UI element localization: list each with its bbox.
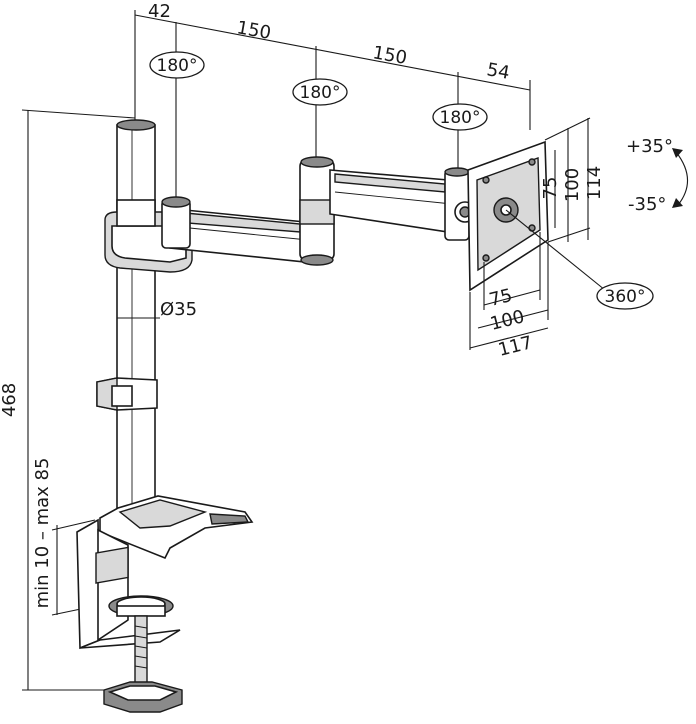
upper-arm-segment <box>329 169 461 233</box>
clamp-pressure-pad <box>108 595 174 617</box>
dim-42-label: 42 <box>148 1 171 22</box>
joint-head-rotation-label: 180° <box>440 108 481 128</box>
plate-75-height-label: 75 <box>540 177 561 200</box>
cable-clip <box>96 377 158 411</box>
height-dimension-line <box>21 109 136 691</box>
plate-75-width-label: 75 <box>487 285 514 311</box>
clamp-range-label: min 10 – max 85 <box>32 458 53 609</box>
pole-diameter-label: Ø35 <box>160 299 197 320</box>
pole-joint-knuckle <box>161 196 191 249</box>
dim-468-label: 468 <box>0 383 20 417</box>
clamp-knob <box>103 681 183 713</box>
pole <box>116 119 156 516</box>
plate-height-dimension-lines <box>544 117 591 243</box>
plate-114-height-label: 114 <box>584 166 605 200</box>
joint-pole-rotation-label: 180° <box>157 56 198 76</box>
tilt-arrow-icon <box>672 148 689 208</box>
tilt-down-label: -35° <box>628 194 666 215</box>
tilt-up-label: +35° <box>626 136 673 157</box>
plate-100-width-label: 100 <box>488 306 526 335</box>
clamp-screw <box>134 615 148 687</box>
elbow-joint <box>299 156 335 266</box>
joint-pole-rotation-badge: 180° <box>149 51 205 79</box>
dim-54-label: 54 <box>485 59 511 84</box>
plate-spin-leader-line <box>505 209 606 291</box>
joint-head-rotation-badge: 180° <box>432 103 488 131</box>
joint-elbow-rotation-badge: 180° <box>292 78 348 106</box>
plate-117-width-label: 117 <box>496 332 534 361</box>
dim-150b-label: 150 <box>371 42 408 69</box>
vesa-plate <box>467 140 549 292</box>
dim-150a-label: 150 <box>235 17 272 44</box>
plate-100-height-label: 100 <box>562 168 583 202</box>
joint-elbow-rotation-label: 180° <box>300 83 341 103</box>
plate-width-dimension-lines <box>469 232 549 350</box>
plate-spin-badge: 360° <box>596 282 654 310</box>
plate-spin-label: 360° <box>605 287 646 307</box>
